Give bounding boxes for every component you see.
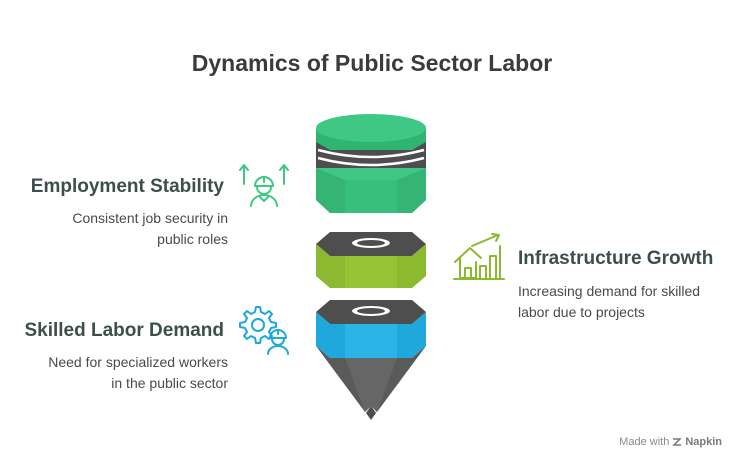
napkin-logo-icon — [672, 438, 683, 446]
page-title: Dynamics of Public Sector Labor — [191, 50, 553, 76]
footer-prefix: Made with — [619, 436, 670, 448]
house-growth-chart-icon — [453, 233, 505, 280]
gear-worker-icon — [239, 306, 289, 355]
footer-brand: Napkin — [685, 436, 722, 448]
footer-attribution: Made with Napkin — [619, 436, 722, 448]
bottom-segment — [316, 300, 426, 420]
heading-infrastructure-growth: Infrastructure Growth — [518, 248, 714, 269]
heading-skilled-labor-demand: Skilled Labor Demand — [24, 320, 224, 341]
desc-infrastructure-growth: Increasing demand for skilled labor due … — [518, 283, 701, 320]
worker-arrows-up-icon — [239, 164, 289, 207]
middle-segment — [316, 232, 426, 288]
top-segment — [316, 114, 426, 213]
heading-employment-stability: Employment Stability — [30, 176, 224, 197]
desc-skilled-labor-demand: Need for specialized workers in the publ… — [48, 354, 228, 391]
desc-employment-stability: Consistent job security in public roles — [72, 210, 228, 247]
